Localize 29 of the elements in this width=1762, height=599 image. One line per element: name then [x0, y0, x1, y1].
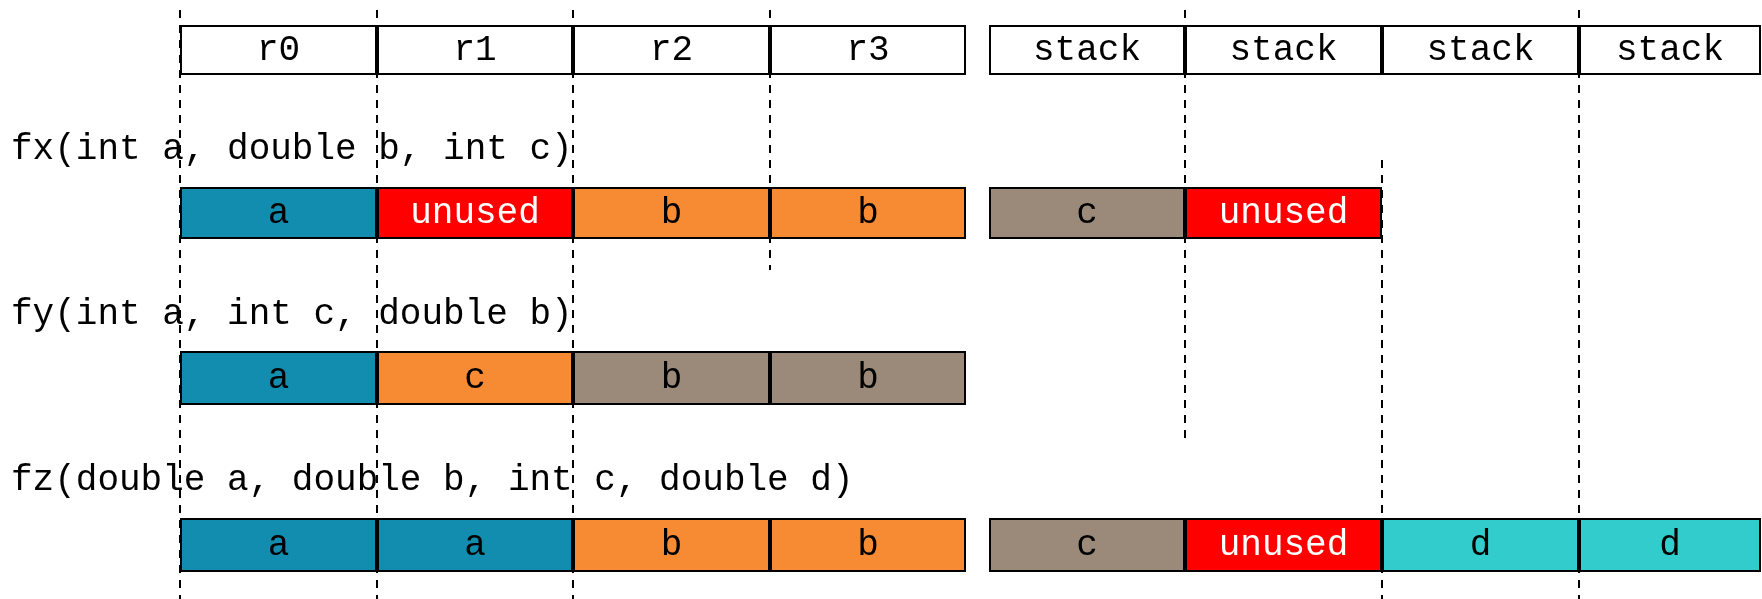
function-signature: fx(int a, double b, int c)	[11, 132, 573, 168]
argument-slot: a	[180, 518, 377, 572]
argument-slot: c	[989, 518, 1185, 572]
argument-slot: unused	[377, 187, 573, 239]
argument-slot: unused	[1185, 518, 1382, 572]
argument-slot: a	[180, 351, 377, 405]
slot-header: stack	[1185, 25, 1382, 75]
argument-slot: unused	[1185, 187, 1382, 239]
slot-header: r3	[770, 25, 966, 75]
argument-slot: b	[770, 518, 966, 572]
slot-header: r1	[377, 25, 573, 75]
argument-slot: b	[573, 351, 770, 405]
slot-header: stack	[989, 25, 1185, 75]
argument-slot: c	[989, 187, 1185, 239]
argument-slot: d	[1382, 518, 1579, 572]
argument-slot: b	[770, 187, 966, 239]
argument-slot: b	[573, 187, 770, 239]
slot-header: r0	[180, 25, 377, 75]
argument-slot: b	[770, 351, 966, 405]
argument-slot: b	[573, 518, 770, 572]
slot-header: r2	[573, 25, 770, 75]
argument-slot: c	[377, 351, 573, 405]
slot-header: stack	[1579, 25, 1761, 75]
slot-header: stack	[1382, 25, 1579, 75]
function-signature: fy(int a, int c, double b)	[11, 297, 573, 333]
argument-slot: a	[377, 518, 573, 572]
argument-slot: a	[180, 187, 377, 239]
argument-slot: d	[1579, 518, 1761, 572]
function-signature: fz(double a, double b, int c, double d)	[11, 463, 854, 499]
